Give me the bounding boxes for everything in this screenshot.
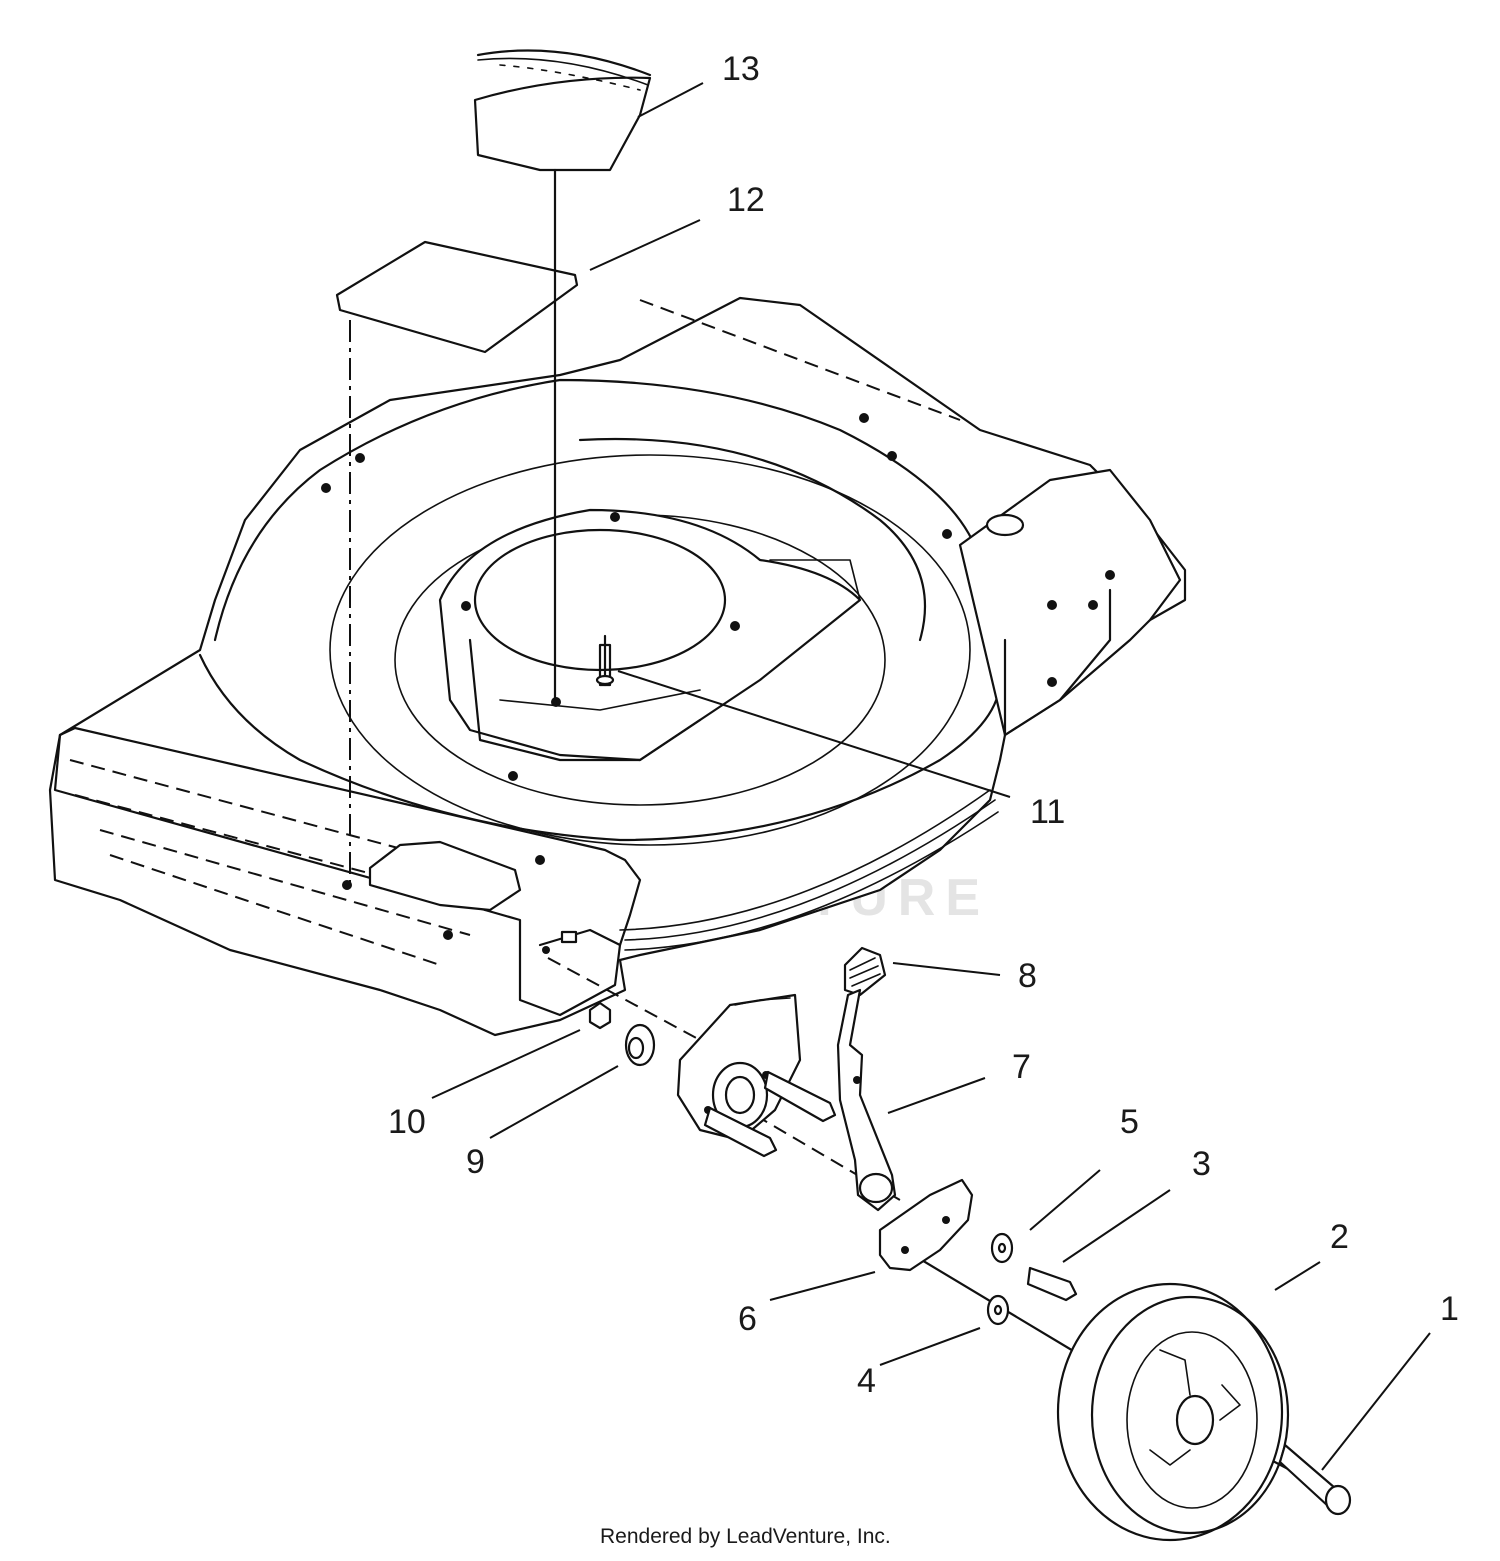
callout-7: 7: [1012, 1048, 1031, 1086]
callout-8: 8: [1018, 957, 1037, 995]
part-8-grip: [843, 946, 887, 997]
callout-12: 12: [727, 181, 765, 219]
callout-6: 6: [738, 1300, 757, 1338]
axle-line-1: [547, 957, 701, 1041]
part-4-washer: [986, 1294, 1010, 1326]
part-12-plate: [335, 240, 579, 354]
part-7-lever: [836, 988, 897, 1212]
callout-4: 4: [857, 1362, 876, 1400]
part-13-decal: [473, 49, 652, 172]
part-3-bolt: [1026, 1266, 1078, 1302]
callout-labels: 1 2 3 4 5 6 7 8 9 10 11 12 13: [388, 50, 1459, 1400]
part-6-bracket: [878, 1178, 974, 1272]
part-10-nut: [588, 1001, 612, 1030]
part-1-bolt: [1278, 1443, 1352, 1516]
leader-lines: [431, 82, 1431, 1471]
callout-11: 11: [1030, 793, 1065, 831]
callout-1: 1: [1440, 1290, 1459, 1328]
render-credit: Rendered by LeadVenture, Inc.: [600, 1525, 891, 1548]
callout-10: 10: [388, 1103, 426, 1141]
part-2-wheel: [1056, 1282, 1290, 1542]
callout-5: 5: [1120, 1103, 1139, 1141]
callout-9: 9: [466, 1143, 485, 1181]
part-11-screw: [595, 634, 615, 687]
callout-3: 3: [1192, 1145, 1211, 1183]
height-adjust-plate: [676, 993, 837, 1158]
callout-2: 2: [1330, 1218, 1349, 1256]
part-5-washer: [990, 1232, 1014, 1264]
mower-deck: [48, 296, 1187, 1037]
part-9-bushing: [624, 1023, 656, 1067]
callout-13: 13: [722, 50, 760, 88]
